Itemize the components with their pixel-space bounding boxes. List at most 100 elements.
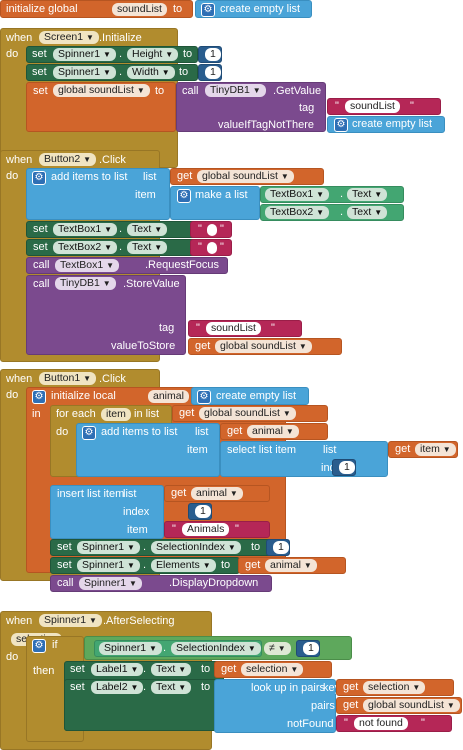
gear-icon[interactable]: ⚙: [197, 390, 211, 404]
component-dropdown[interactable]: TextBox1 ▼: [265, 188, 330, 201]
get-animal-block[interactable]: get animal ▼: [238, 557, 346, 574]
empty-text-block[interactable]: " ": [190, 221, 232, 238]
gear-icon[interactable]: ⚙: [201, 3, 215, 17]
add-items-to-list-block[interactable]: ⚙ add items to list list item: [26, 168, 170, 220]
empty-text-block[interactable]: " ": [190, 239, 232, 256]
property-dropdown[interactable]: Text ▼: [347, 206, 388, 219]
get-global-block[interactable]: get global soundList ▼: [336, 697, 462, 714]
component-dropdown[interactable]: Spinner1 ▼: [39, 614, 102, 627]
gear-icon[interactable]: ⚙: [177, 189, 191, 203]
text-field[interactable]: Animals: [182, 523, 230, 536]
component-dropdown[interactable]: Spinner1 ▼: [77, 541, 140, 554]
property-dropdown[interactable]: Text ▼: [151, 681, 192, 694]
property-dropdown[interactable]: Width ▼: [127, 66, 175, 79]
set-spinner-width-block[interactable]: set Spinner1 ▼ . Width ▼ to: [26, 64, 198, 81]
variable-dropdown[interactable]: animal ▼: [247, 425, 299, 438]
gear-icon[interactable]: ⚙: [32, 171, 46, 185]
create-empty-list-block[interactable]: ⚙ create empty list: [195, 0, 312, 18]
text-block[interactable]: " soundList ": [188, 320, 302, 337]
set-spinner-selectionindex-block[interactable]: set Spinner1 ▼ . SelectionIndex ▼ to: [50, 539, 272, 556]
spinner-selectionindex-getter[interactable]: Spinner1 ▼ . SelectionIndex ▼: [94, 640, 262, 657]
create-empty-list-block[interactable]: ⚙ create empty list: [191, 387, 309, 405]
number-field[interactable]: 1: [205, 66, 221, 79]
component-dropdown[interactable]: Screen1 ▼: [39, 31, 99, 44]
text-block[interactable]: " Animals ": [164, 521, 270, 538]
set-label2-text-block[interactable]: set Label2 ▼ . Text ▼ to: [64, 679, 224, 731]
text-block[interactable]: " not found ": [336, 715, 452, 732]
component-dropdown[interactable]: Spinner1 ▼: [79, 577, 142, 590]
component-dropdown[interactable]: Spinner1 ▼: [53, 66, 116, 79]
get-global-block[interactable]: get global soundList ▼: [188, 338, 342, 355]
number-field[interactable]: 1: [339, 461, 355, 474]
number-block[interactable]: 1: [188, 503, 212, 520]
global-name-field[interactable]: soundList: [112, 3, 167, 16]
call-requestfocus-block[interactable]: call TextBox1 ▼ .RequestFocus: [26, 257, 228, 274]
look-up-in-pairs-block[interactable]: look up in pairs key pairs notFound: [214, 679, 340, 733]
textbox1-text-getter[interactable]: TextBox1 ▼ . Text ▼: [260, 186, 404, 203]
create-empty-list-block[interactable]: ⚙ create empty list: [327, 116, 445, 133]
add-items-to-list-block[interactable]: ⚙ add items to list list item: [76, 423, 220, 477]
get-global-block[interactable]: get global soundList ▼: [172, 405, 328, 422]
variable-dropdown[interactable]: global soundList ▼: [197, 170, 294, 183]
number-field[interactable]: 1: [303, 642, 319, 655]
get-global-block[interactable]: get global soundList ▼: [170, 168, 324, 185]
get-selection-block[interactable]: get selection ▼: [336, 679, 454, 696]
loop-variable-field[interactable]: item: [101, 408, 131, 421]
set-textbox2-text-block[interactable]: set TextBox2 ▼ . Text ▼ to: [26, 239, 216, 256]
number-block[interactable]: 1: [198, 64, 222, 81]
number-field[interactable]: 1: [195, 505, 211, 518]
text-field[interactable]: soundList: [206, 322, 261, 335]
property-dropdown[interactable]: Height ▼: [127, 48, 179, 61]
set-spinner-height-block[interactable]: set Spinner1 ▼ . Height ▼ to: [26, 46, 198, 63]
variable-dropdown[interactable]: global soundList ▼: [199, 407, 296, 420]
number-block[interactable]: 1: [332, 459, 356, 476]
text-block[interactable]: " soundList ": [327, 98, 441, 115]
variable-dropdown[interactable]: animal ▼: [265, 559, 317, 572]
set-spinner-elements-block[interactable]: set Spinner1 ▼ . Elements ▼ to: [50, 557, 240, 574]
text-field[interactable]: soundList: [345, 100, 400, 113]
property-dropdown[interactable]: Text ▼: [127, 223, 168, 236]
gear-icon[interactable]: ⚙: [32, 390, 46, 404]
text-field[interactable]: [207, 224, 217, 236]
variable-dropdown[interactable]: selection ▼: [363, 681, 426, 694]
component-dropdown[interactable]: TextBox2 ▼: [53, 241, 118, 254]
number-block[interactable]: 1: [198, 46, 222, 63]
local-name-field[interactable]: animal: [148, 390, 189, 403]
component-dropdown[interactable]: Label1 ▼: [91, 663, 144, 676]
component-dropdown[interactable]: TinyDB1 ▼: [55, 277, 116, 290]
component-dropdown[interactable]: Spinner1 ▼: [99, 642, 162, 655]
insert-list-item-block[interactable]: insert list item list index item: [50, 485, 164, 539]
number-block[interactable]: 1: [296, 640, 320, 657]
number-field[interactable]: 1: [273, 541, 289, 554]
component-dropdown[interactable]: Label2 ▼: [91, 681, 144, 694]
get-animal-block[interactable]: get animal ▼: [164, 485, 270, 502]
component-dropdown[interactable]: TextBox2 ▼: [265, 206, 330, 219]
call-storevalue-block[interactable]: call TinyDB1 ▼ .StoreValue tag valueToSt…: [26, 275, 186, 355]
property-dropdown[interactable]: SelectionIndex ▼: [151, 541, 241, 554]
get-selection-block[interactable]: get selection ▼: [214, 661, 332, 678]
component-dropdown[interactable]: TextBox1 ▼: [53, 223, 118, 236]
operator-dropdown[interactable]: ≠ ▼: [264, 642, 291, 655]
text-field[interactable]: not found: [354, 717, 408, 730]
initialize-global-block[interactable]: initialize global soundList to: [0, 0, 193, 18]
make-a-list-block[interactable]: ⚙ make a list: [170, 186, 260, 220]
get-item-block[interactable]: get item ▼: [388, 441, 458, 458]
set-global-block[interactable]: set global soundList ▼ to: [26, 82, 176, 132]
component-dropdown[interactable]: Button1 ▼: [39, 372, 97, 385]
property-dropdown[interactable]: Elements ▼: [151, 559, 216, 572]
variable-dropdown[interactable]: item ▼: [415, 443, 456, 456]
get-animal-block[interactable]: get animal ▼: [220, 423, 328, 440]
number-field[interactable]: 1: [205, 48, 221, 61]
variable-dropdown[interactable]: global soundList ▼: [215, 340, 312, 353]
textbox2-text-getter[interactable]: TextBox2 ▼ . Text ▼: [260, 204, 404, 221]
component-dropdown[interactable]: Spinner1 ▼: [53, 48, 116, 61]
set-textbox1-text-block[interactable]: set TextBox1 ▼ . Text ▼ to: [26, 221, 216, 238]
variable-dropdown[interactable]: animal ▼: [191, 487, 243, 500]
gear-icon[interactable]: ⚙: [32, 639, 46, 653]
tinydb-getvalue-block[interactable]: call TinyDB1 ▼ .GetValue tag valueIfTagN…: [176, 82, 326, 132]
number-block[interactable]: 1: [266, 539, 290, 556]
property-dropdown[interactable]: Text ▼: [127, 241, 168, 254]
property-dropdown[interactable]: SelectionIndex ▼: [171, 642, 261, 655]
component-dropdown[interactable]: TinyDB1 ▼: [205, 84, 266, 97]
call-displaydropdown-block[interactable]: call Spinner1 ▼ .DisplayDropdown: [50, 575, 272, 592]
